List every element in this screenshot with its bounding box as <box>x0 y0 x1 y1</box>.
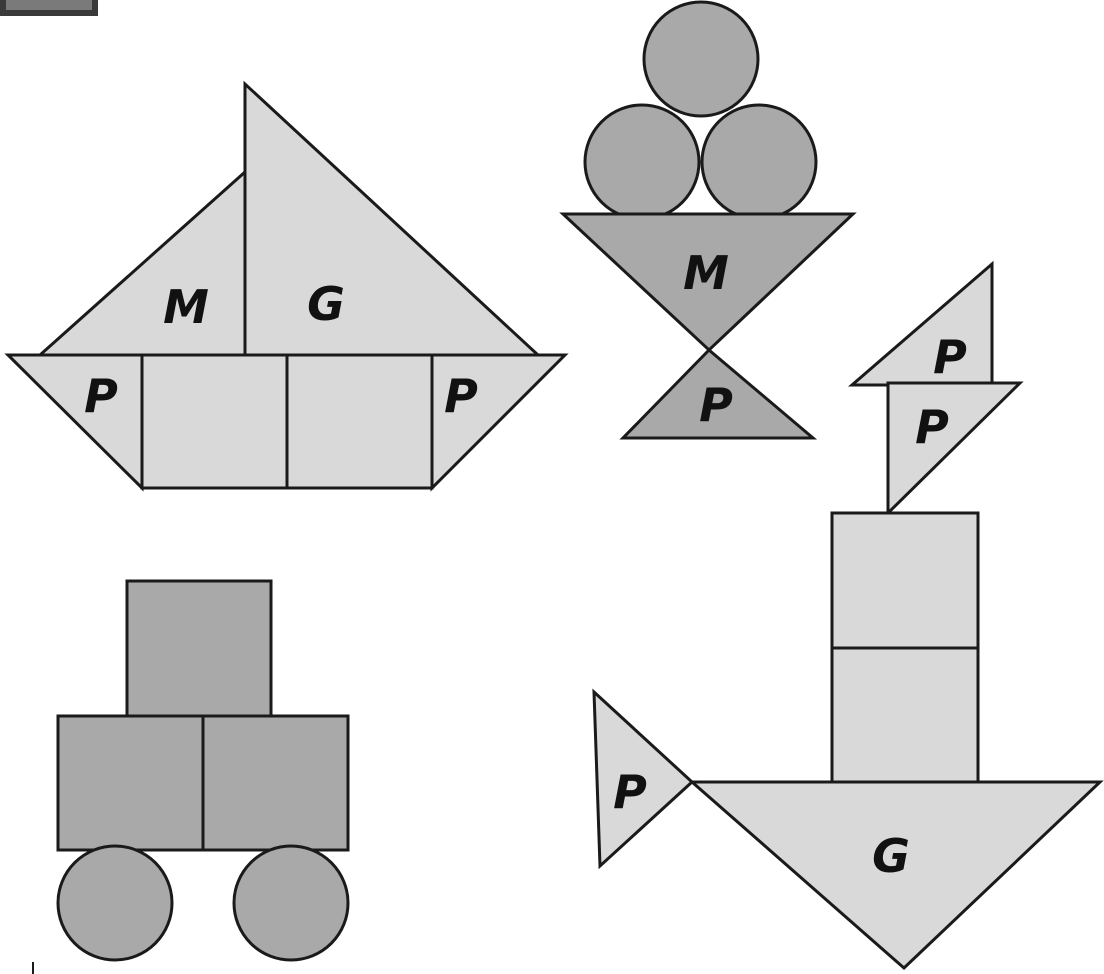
chimney-boat-figure: P P G P <box>594 264 1100 968</box>
ice-cream-left-scoop <box>585 105 699 219</box>
sailboat-right-stern-label: P <box>444 369 478 423</box>
chimney-boat-flag-top-label: P <box>933 330 967 384</box>
car-body-square-left <box>58 716 203 850</box>
car-body-square-right <box>203 716 348 850</box>
sailboat-figure: M G P P <box>8 84 565 488</box>
sailboat-medium-sail <box>40 172 245 355</box>
sailboat-big-sail <box>245 84 538 355</box>
chimney-boat-flag-bottom <box>888 383 1020 513</box>
ice-cream-base-label: P <box>699 378 733 432</box>
chimney-boat-chimney-square-top <box>832 513 978 648</box>
sailboat-big-sail-label: G <box>307 277 345 331</box>
ice-cream-right-scoop <box>702 105 816 219</box>
sailboat-hull-square-left <box>142 355 287 488</box>
sailboat-left-bow-triangle <box>8 355 142 488</box>
chimney-boat-chimney-square-bottom <box>832 648 978 782</box>
chimney-boat-hull-label: G <box>872 829 910 883</box>
ice-cream-figure: M P <box>563 2 853 438</box>
sailboat-hull-square-right <box>287 355 432 488</box>
chimney-boat-flag-bottom-label: P <box>915 400 949 454</box>
sailboat-medium-sail-label: M <box>163 280 209 334</box>
car-wheel-right <box>234 846 348 960</box>
ice-cream-cone-label: M <box>683 246 729 300</box>
car-top-square <box>127 581 271 716</box>
chimney-boat-fin-label: P <box>613 765 647 819</box>
ice-cream-top-scoop <box>644 2 758 116</box>
sailboat-left-bow-label: P <box>84 369 118 423</box>
car-figure <box>58 581 348 960</box>
chimney-boat-flag-top <box>852 264 992 385</box>
corner-mark-inner <box>6 0 92 10</box>
car-wheel-left <box>58 846 172 960</box>
